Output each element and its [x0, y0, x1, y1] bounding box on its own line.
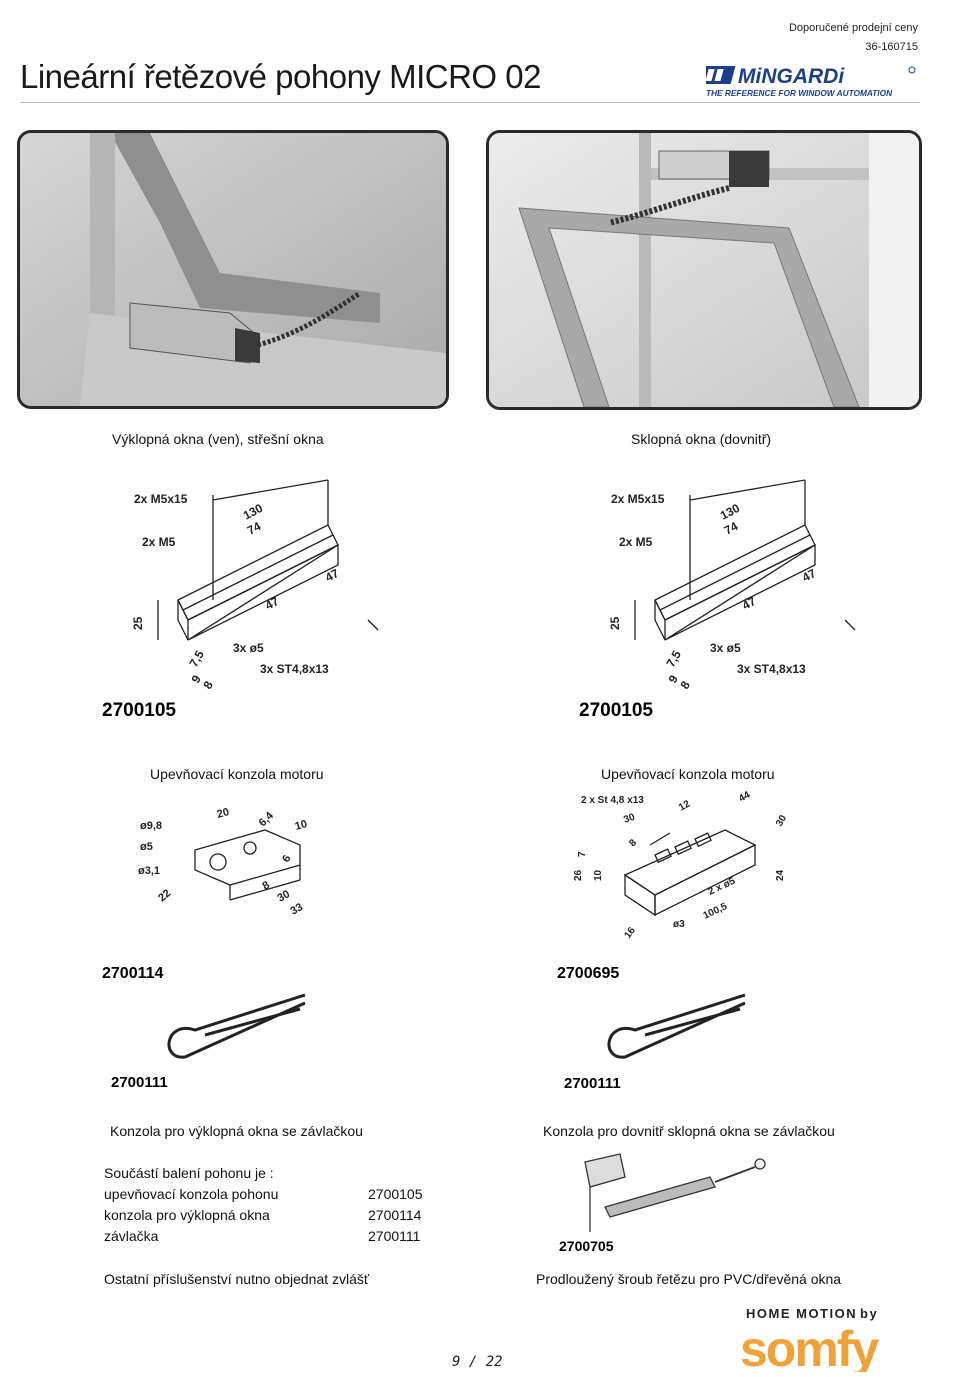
console-code-right: 2700695 — [557, 965, 619, 982]
label-30b: 30 — [774, 813, 789, 829]
label-o3: ø3 — [673, 919, 685, 930]
label-30: 30 — [276, 888, 293, 905]
label-6-4: 6,4 — [257, 809, 277, 829]
label-8: 8 — [261, 879, 272, 892]
caption-bracket-left: Upevňovací konzola motoru — [150, 766, 324, 782]
bracket-drawing-left: 2x M5x15 2x M5 130 74 47 47 25 3x ø5 3x … — [98, 450, 418, 725]
brand-name: MiNGARDi — [738, 65, 845, 88]
price-label: Doporučené prodejní ceny — [788, 22, 918, 34]
package-item: konzola pro výklopná okna 2700114 — [104, 1205, 434, 1226]
photo-outward-window — [17, 130, 449, 409]
by-text: by — [860, 1306, 878, 1321]
console-code-left: 2700114 — [102, 965, 164, 982]
label-8: 8 — [677, 678, 693, 691]
label-130: 130 — [241, 501, 266, 523]
label-74: 74 — [722, 519, 741, 538]
doc-code: 36-160715 — [865, 41, 918, 53]
label-33: 33 — [289, 901, 306, 918]
label-o5: ø5 — [140, 841, 153, 853]
pin-drawing-right: 2700111 — [560, 985, 760, 1093]
somfy-wordmark: somfy — [740, 1321, 879, 1372]
package-item-name: konzola pro výklopná okna — [104, 1207, 270, 1223]
package-item-code: 2700111 — [368, 1228, 421, 1244]
label-o3-1: ø3,1 — [138, 865, 160, 877]
label-m5x15: 2x M5x15 — [134, 492, 188, 506]
caption-screw: Prodloužený šroub řetězu pro PVC/dřevěná… — [536, 1271, 842, 1287]
package-list: upevňovací konzola pohonu 2700105 konzol… — [104, 1184, 434, 1247]
package-item-code: 2700114 — [368, 1207, 422, 1223]
label-44: 44 — [737, 789, 753, 804]
caption-pin-left: Konzola pro výklopná okna se závlačkou — [110, 1123, 363, 1139]
label-7-5: 7,5 — [663, 648, 684, 670]
label-16: 16 — [622, 925, 638, 941]
mingardi-logo: MiNGARDi THE REFERENCE FOR WINDOW AUTOMA… — [700, 64, 920, 100]
photo-inward-window — [486, 130, 922, 410]
bracket-code-right: 2700105 — [579, 700, 653, 721]
package-item: upevňovací konzola pohonu 2700105 — [104, 1184, 434, 1205]
screw-code: 2700705 — [559, 1238, 614, 1254]
package-item-name: závlačka — [104, 1228, 159, 1244]
label-8: 8 — [627, 837, 639, 849]
label-47a: 47 — [323, 566, 342, 585]
label-26: 26 — [573, 869, 584, 881]
label-m5: 2x M5 — [619, 535, 653, 549]
package-heading: Součástí balení pohonu je : — [104, 1165, 274, 1181]
label-25: 25 — [608, 616, 622, 630]
package-item: závlačka 2700111 — [104, 1226, 434, 1247]
bracket-code-left: 2700105 — [102, 700, 176, 721]
header-rule — [20, 102, 920, 103]
label-st48x13: 2 x St 4,8 x13 — [581, 795, 644, 806]
caption-bracket-right: Upevňovací konzola motoru — [601, 766, 775, 782]
screw-drawing: 2700705 — [555, 1152, 775, 1257]
label-m5x15: 2x M5x15 — [611, 492, 665, 506]
label-47a: 47 — [800, 566, 819, 585]
label-10: 10 — [593, 869, 604, 881]
label-47b: 47 — [740, 594, 759, 613]
caption-pin-right: Konzola pro dovnitř sklopná okna se závl… — [543, 1123, 835, 1139]
pin-code-right: 2700111 — [564, 1075, 621, 1092]
somfy-logo: HOME MOTION by somfy — [740, 1302, 955, 1377]
label-47b: 47 — [263, 594, 282, 613]
label-7: 7 — [577, 851, 588, 857]
console-drawing-right: 2 x St 4,8 x13 12 44 30 30 8 7 26 10 24 … — [555, 785, 805, 985]
label-10: 10 — [294, 818, 309, 833]
package-item-code: 2700105 — [368, 1186, 423, 1202]
page-title: Lineární řetězové pohony MICRO 02 — [20, 58, 541, 95]
label-3x-o5: 3x ø5 — [233, 641, 264, 655]
label-130: 130 — [718, 501, 743, 523]
caption-inward: Sklopná okna (dovnitř) — [631, 431, 772, 447]
label-st48: 3x ST4,8x13 — [737, 662, 806, 676]
label-7-5: 7,5 — [186, 648, 207, 670]
brand-tagline: THE REFERENCE FOR WINDOW AUTOMATION — [706, 88, 893, 98]
label-22: 22 — [156, 887, 173, 904]
label-100-5: 100,5 — [702, 901, 730, 922]
label-6: 6 — [280, 853, 293, 864]
page-number: 9 / 22 — [452, 1354, 503, 1370]
home-motion-text: HOME MOTION — [746, 1306, 857, 1321]
package-item-name: upevňovací konzola pohonu — [104, 1186, 279, 1202]
bracket-drawing-right: 2x M5x15 2x M5 130 74 47 47 25 3x ø5 3x … — [575, 450, 895, 725]
label-8: 8 — [200, 678, 216, 691]
caption-outward: Výklopná okna (ven), střešní okna — [112, 431, 324, 447]
console-drawing-left: ø9,8 ø5 ø3,1 20 6,4 10 6 8 22 30 33 2700… — [100, 790, 360, 990]
label-24: 24 — [775, 869, 786, 881]
label-25: 25 — [131, 616, 145, 630]
label-st48: 3x ST4,8x13 — [260, 662, 329, 676]
label-m5: 2x M5 — [142, 535, 176, 549]
package-note: Ostatní příslušenství nutno objednat zvl… — [104, 1271, 370, 1287]
label-2x-o5: 2 x ø5 — [707, 876, 738, 898]
label-30a: 30 — [622, 812, 637, 826]
label-12: 12 — [677, 798, 693, 813]
pin-code-left: 2700111 — [111, 1074, 168, 1091]
label-20: 20 — [216, 806, 231, 821]
pin-drawing-left: 2700111 — [105, 985, 320, 1093]
label-3x-o5: 3x ø5 — [710, 641, 741, 655]
label-74: 74 — [245, 519, 264, 538]
label-o9-8: ø9,8 — [140, 820, 162, 832]
